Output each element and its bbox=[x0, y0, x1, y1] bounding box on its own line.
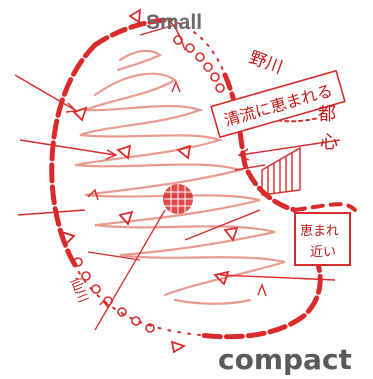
triangle-markers bbox=[62, 10, 237, 352]
compact-label: compact bbox=[218, 343, 352, 376]
triangle-icon bbox=[130, 10, 140, 22]
note-box: 恵まれ 近い bbox=[295, 213, 350, 265]
central-hatched-circle bbox=[163, 184, 193, 214]
small-label: Small bbox=[146, 11, 202, 34]
river-top-label: 野川 bbox=[246, 48, 285, 78]
note-line-1: 恵まれ bbox=[300, 224, 339, 239]
triangle-icon bbox=[172, 342, 184, 352]
edge-circle-markers bbox=[74, 36, 224, 332]
hatched-building-block bbox=[262, 148, 300, 195]
triangle-icon bbox=[118, 146, 130, 158]
triangle-icon bbox=[74, 108, 86, 120]
triangle-icon bbox=[225, 228, 237, 240]
city-center-label-1: 都 bbox=[318, 104, 336, 125]
note-line-2: 近い bbox=[310, 245, 336, 260]
city-center-label-2: 心 bbox=[320, 132, 338, 153]
